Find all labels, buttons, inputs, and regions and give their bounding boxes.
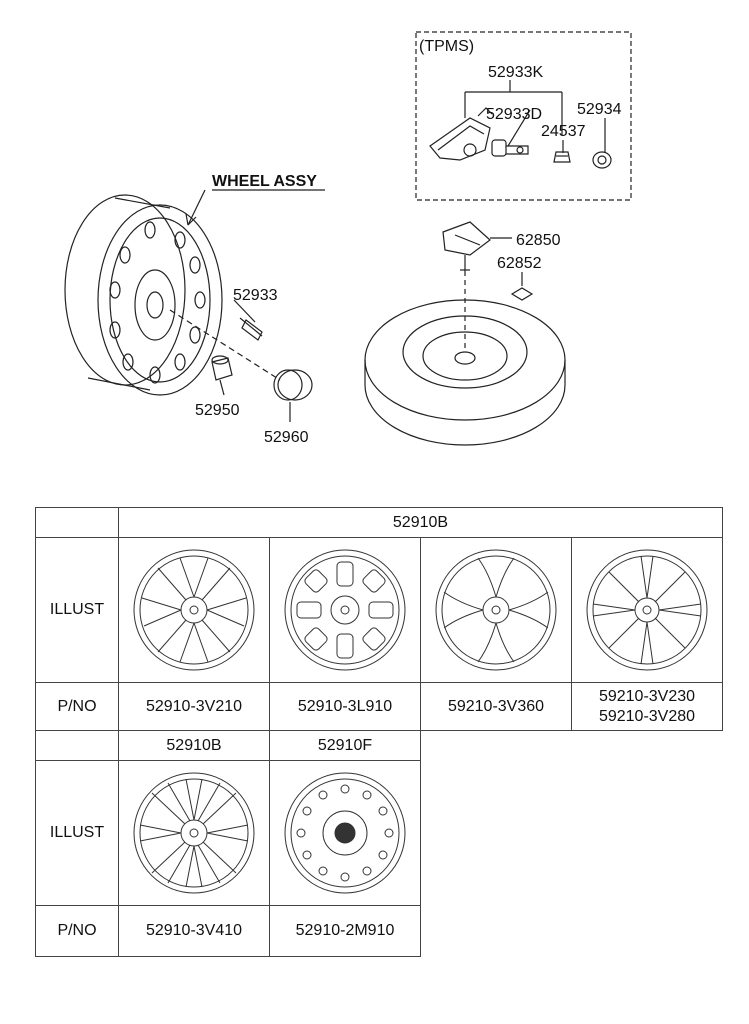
steel-wheel-small-icon xyxy=(284,772,406,894)
grommet-icon xyxy=(592,151,612,169)
row-label-pno: P/NO xyxy=(35,682,119,731)
row-label-illust-2: ILLUST xyxy=(35,760,119,906)
group-header-52910B: 52910B xyxy=(118,507,723,538)
part-52934: 52934 xyxy=(577,101,622,118)
part-52960: 52960 xyxy=(264,429,309,446)
part-number-6: 52910-2M910 xyxy=(269,905,421,957)
label-62852-tag xyxy=(510,287,534,301)
wheel-illust-1 xyxy=(118,537,270,683)
part-62850: 62850 xyxy=(516,232,561,249)
part-62852: 62852 xyxy=(497,255,542,272)
tpms-valve-icon xyxy=(491,139,529,157)
row-label-illust: ILLUST xyxy=(35,537,119,683)
alloy-wheel-v-spoke-icon xyxy=(133,549,255,671)
wheel-illust-6 xyxy=(269,760,421,906)
part-52933: 52933 xyxy=(233,287,278,304)
valve-nut-icon xyxy=(553,151,571,163)
alloy-wheel-split-spoke-icon xyxy=(435,549,557,671)
part-52933K: 52933K xyxy=(488,64,543,81)
wheel-illust-5 xyxy=(118,760,270,906)
header-52910B-2: 52910B xyxy=(118,730,270,761)
tpms-sensor-icon xyxy=(429,107,493,161)
spare-tire-clamp-icon xyxy=(442,221,491,276)
alloy-wheel-multi-spoke-icon xyxy=(586,549,708,671)
exploded-parts-diagram: (TPMS) 52933K 52933D 24537 52934 WHEEL A… xyxy=(64,31,632,446)
row-label-pno-2: P/NO xyxy=(35,905,119,957)
tpms-box xyxy=(415,31,632,201)
steel-wheel-icon xyxy=(64,194,223,396)
table-corner xyxy=(35,507,119,538)
part-number-3: 59210-3V360 xyxy=(420,682,572,731)
alloy-wheel-fine-spoke-icon xyxy=(133,772,255,894)
part-number-4a: 59210-3V230 xyxy=(598,687,696,705)
part-number-5: 52910-3V410 xyxy=(118,905,270,957)
part-number-2: 52910-3L910 xyxy=(269,682,421,731)
alloy-wheel-window-icon xyxy=(284,549,406,671)
spare-tire-icon xyxy=(364,299,566,446)
wheel-illust-3 xyxy=(420,537,572,683)
center-cap-icon xyxy=(273,369,313,401)
tpms-label: (TPMS) xyxy=(419,38,474,55)
valve-stem-icon xyxy=(239,317,263,341)
part-number-4: 59210-3V230 59210-3V280 xyxy=(571,682,723,731)
wheel-illust-2 xyxy=(269,537,421,683)
part-24537: 24537 xyxy=(541,123,586,140)
part-52933D: 52933D xyxy=(486,106,542,123)
header-52910F: 52910F xyxy=(269,730,421,761)
part-number-1: 52910-3V210 xyxy=(118,682,270,731)
lug-nut-icon xyxy=(211,355,233,381)
wheel-parts-table: 52910B ILLUST xyxy=(35,507,723,957)
wheel-illust-4 xyxy=(571,537,723,683)
table-corner-2 xyxy=(35,730,119,761)
wheel-assy-label: WHEEL ASSY xyxy=(212,173,317,190)
part-number-4b: 59210-3V280 xyxy=(598,707,696,725)
part-52950: 52950 xyxy=(195,402,240,419)
